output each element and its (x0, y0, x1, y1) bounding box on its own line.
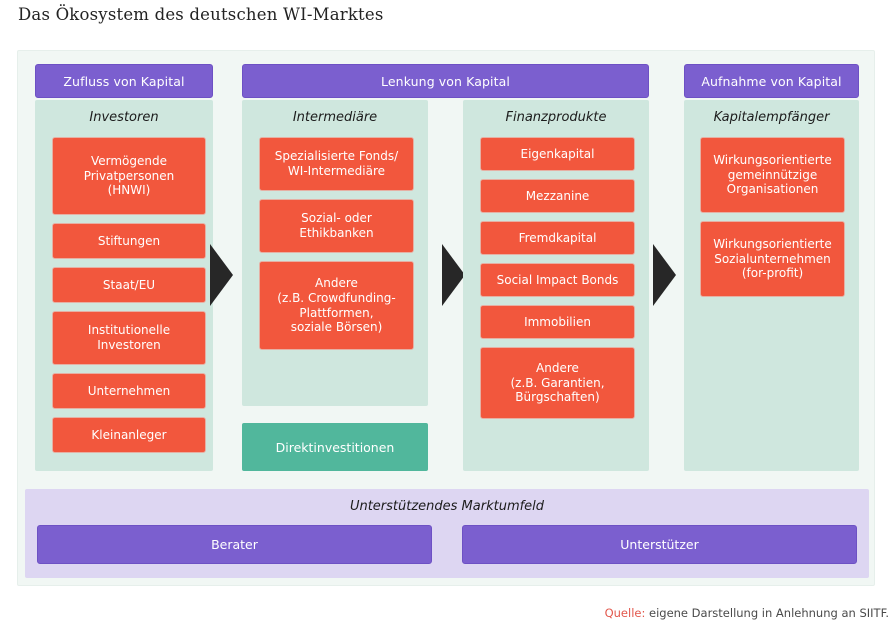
item-box-kleinanleger[interactable]: Kleinanleger (52, 417, 206, 453)
column-kapitalempfaenger: Kapitalempfänger Wirkungsorientierte gem… (684, 100, 859, 471)
diagram-frame: Zufluss von Kapital Lenkung von Kapital … (17, 50, 875, 586)
item-box-social-impact-bonds[interactable]: Social Impact Bonds (480, 263, 635, 297)
item-box-andere-crowdfunding[interactable]: Andere (z.B. Crowdfunding- Plattformen, … (259, 261, 414, 350)
column-subtitle-intermediaere: Intermediäre (292, 110, 378, 125)
source-text: eigene Darstellung in Anlehnung an SIITF… (645, 606, 889, 620)
source-note: Quelle: eigene Darstellung in Anlehnung … (605, 606, 889, 620)
item-box-unternehmen[interactable]: Unternehmen (52, 373, 206, 409)
column-finanzprodukte: Finanzprodukte Eigenkapital Mezzanine Fr… (463, 100, 649, 471)
direktinvestitionen-box[interactable]: Direktinvestitionen (242, 423, 428, 471)
item-box-stiftungen[interactable]: Stiftungen (52, 223, 206, 259)
support-box-unterstuetzer[interactable]: Unterstützer (462, 525, 857, 564)
item-box-fremdkapital[interactable]: Fremdkapital (480, 221, 635, 255)
page-title: Das Ökosystem des deutschen WI-Marktes (18, 5, 384, 24)
stage-header-lenkung: Lenkung von Kapital (242, 64, 649, 98)
flow-arrow-finanzprodukte-to-kapitalempfaenger (653, 244, 676, 306)
column-subtitle-kapitalempfaenger: Kapitalempfänger (713, 110, 830, 125)
item-box-andere-garantien[interactable]: Andere (z.B. Garantien, Bürgschaften) (480, 347, 635, 419)
support-box-berater[interactable]: Berater (37, 525, 432, 564)
column-subtitle-finanzprodukte: Finanzprodukte (505, 110, 607, 125)
column-subtitle-investoren: Investoren (89, 110, 159, 125)
stage-header-aufnahme: Aufnahme von Kapital (684, 64, 859, 98)
flow-arrow-intermediaere-to-finanzprodukte (442, 244, 465, 306)
column-intermediaere: Intermediäre Spezialisierte Fonds/ WI-In… (242, 100, 428, 406)
item-box-gemeinnuetzige-organisationen[interactable]: Wirkungsorientierte gemeinnützige Organi… (700, 137, 845, 213)
item-box-institutionelle-investoren[interactable]: Institutionelle Investoren (52, 311, 206, 365)
item-box-mezzanine[interactable]: Mezzanine (480, 179, 635, 213)
item-box-spezialisierte-fonds[interactable]: Spezialisierte Fonds/ WI-Intermediäre (259, 137, 414, 191)
column-investoren: Investoren Vermögende Privatpersonen (HN… (35, 100, 213, 471)
item-box-sozialunternehmen[interactable]: Wirkungsorientierte Sozialunternehmen (f… (700, 221, 845, 297)
support-panel: Unterstützendes Marktumfeld Berater Unte… (25, 489, 869, 578)
item-box-sozial-oder-ethikbanken[interactable]: Sozial- oder Ethikbanken (259, 199, 414, 253)
item-box-eigenkapital[interactable]: Eigenkapital (480, 137, 635, 171)
flow-arrow-investoren-to-intermediaere (210, 244, 233, 306)
item-box-staat-eu[interactable]: Staat/EU (52, 267, 206, 303)
item-box-immobilien[interactable]: Immobilien (480, 305, 635, 339)
source-label: Quelle: (604, 606, 646, 620)
stage-header-zufluss: Zufluss von Kapital (35, 64, 213, 98)
support-panel-title: Unterstützendes Marktumfeld (349, 499, 545, 514)
item-box-vermoegende-privatpersonen[interactable]: Vermögende Privatpersonen (HNWI) (52, 137, 206, 215)
